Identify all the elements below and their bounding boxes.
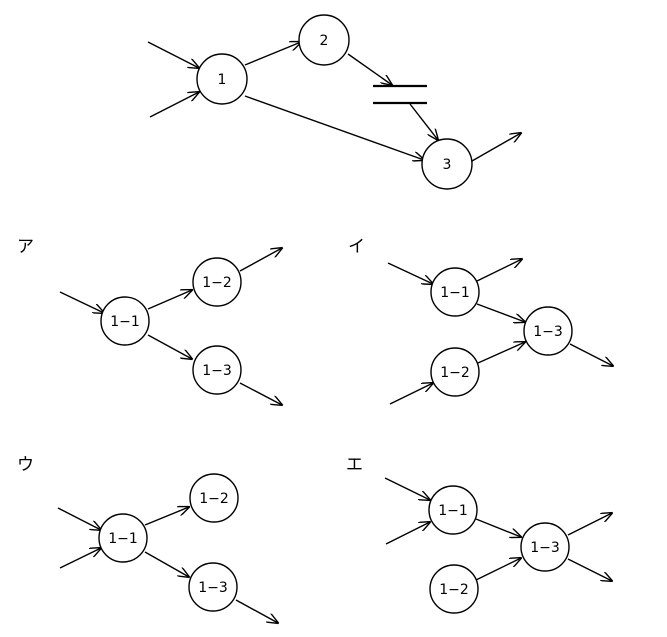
main-edge-1-3	[244, 95, 424, 160]
option-a: ア 1−1 1−2 1−3	[17, 237, 282, 405]
option-i-edge-11-out	[476, 259, 522, 282]
option-i-node-1-1	[430, 267, 480, 317]
option-a-edge-13-out	[239, 382, 282, 405]
main-graph: 1 2 3	[147, 14, 521, 190]
main-node-3	[421, 138, 473, 190]
option-u-node-1-1-label: 1−1	[108, 531, 138, 547]
main-edge-3-out	[471, 133, 521, 162]
option-i-label: イ	[348, 237, 365, 257]
option-a-node-1-2-label: 1−2	[202, 275, 232, 291]
option-a-edge-11-12	[147, 290, 192, 310]
option-a-edge-11-13	[147, 334, 192, 359]
option-u: ウ 1−1 1−2 1−3	[17, 455, 278, 623]
option-i-node-1-2	[430, 347, 480, 397]
option-u-node-1-3-label: 1−3	[198, 580, 228, 596]
option-u-edge-11-12	[144, 507, 189, 526]
option-i-edge-12-13	[477, 342, 525, 364]
option-u-edge-13-out	[235, 599, 278, 623]
main-node-2-label: 2	[320, 33, 329, 49]
main-edge-1-2	[244, 42, 301, 66]
option-u-node-1-2	[189, 473, 239, 523]
option-u-node-1-3	[188, 562, 238, 612]
option-i-node-1-1-label: 1−1	[440, 285, 470, 301]
option-e-edge-12-13	[475, 558, 521, 581]
option-e-node-1-2-label: 1−2	[439, 582, 469, 598]
main-edge-2-sync	[347, 53, 392, 85]
option-a-edge-12-out	[239, 248, 282, 272]
option-u-node-1-1	[98, 513, 148, 563]
option-e-edge-11-13	[475, 518, 521, 537]
option-a-node-1-3	[192, 345, 242, 395]
main-node-2	[298, 14, 350, 66]
option-e-node-1-1	[428, 485, 478, 535]
option-i-node-1-2-label: 1−2	[440, 365, 470, 381]
main-edge-sync-3	[409, 103, 438, 140]
option-u-edge-11-13	[144, 551, 189, 577]
option-a-node-1-1	[100, 296, 150, 346]
option-i-edge-11-13	[476, 303, 525, 322]
option-e-edge-in-upper	[384, 477, 430, 500]
option-i-edge-in-lower	[389, 383, 433, 405]
option-e-edge-13-out-lower	[567, 558, 612, 581]
option-u-edge-in-upper	[57, 507, 101, 530]
option-u-node-1-2-label: 1−2	[199, 491, 229, 507]
option-a-label: ア	[17, 237, 34, 257]
option-i-edge-13-out	[569, 343, 613, 366]
option-a-node-1-1-label: 1−1	[110, 314, 140, 330]
main-node-3-label: 3	[443, 157, 452, 173]
option-u-edge-in-lower	[59, 548, 101, 569]
option-a-node-1-3-label: 1−3	[202, 363, 232, 379]
option-e: エ 1−1 1−2 1−3	[346, 455, 612, 614]
option-i-edge-in-upper	[387, 262, 433, 284]
option-i-node-1-3	[523, 306, 573, 356]
option-e-edge-in-lower	[385, 522, 430, 545]
main-edge-in-lower	[149, 92, 199, 118]
main-node-1	[196, 53, 248, 105]
main-node-1-label: 1	[218, 72, 227, 88]
option-i-node-1-3-label: 1−3	[533, 324, 563, 340]
option-e-node-1-1-label: 1−1	[438, 503, 468, 519]
option-a-node-1-2	[192, 257, 242, 307]
option-e-edge-13-out-upper	[567, 513, 612, 536]
option-e-node-1-3	[520, 522, 570, 572]
option-u-label: ウ	[17, 455, 34, 475]
option-e-label: エ	[346, 455, 363, 475]
option-e-node-1-3-label: 1−3	[530, 540, 560, 556]
option-a-edge-in	[59, 291, 104, 313]
option-e-node-1-2	[429, 564, 479, 614]
main-edge-in-upper	[147, 41, 199, 68]
option-i: イ 1−1 1−2 1−3	[348, 237, 613, 405]
